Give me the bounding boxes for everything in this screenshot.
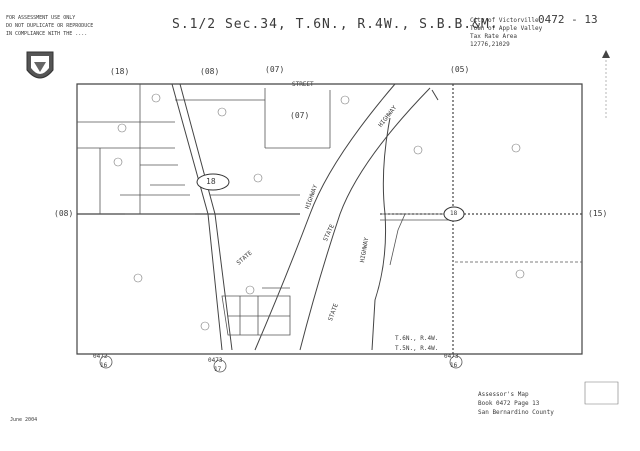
- disclaimer-line-3: IN COMPLIANCE WITH THE ....: [6, 31, 88, 37]
- assessor-line-1: Assessor's Map: [478, 391, 529, 398]
- adjoining-map-1-book: 0472: [93, 353, 108, 360]
- map-title: S.1/2 Sec.34, T.6N., R.4W., S.B.B.&M.: [172, 17, 499, 32]
- adjoining-map-2-book: 0473: [208, 357, 223, 364]
- book-page-number: 0472 - 13: [538, 13, 598, 26]
- section-left: (08): [54, 209, 74, 218]
- map-date: June 2004: [10, 417, 38, 423]
- parcel-bubbles: [113, 93, 525, 331]
- adjoining-map-3-book: 0473: [444, 353, 459, 360]
- assessor-line-2: Book 0472 Page 13: [478, 400, 540, 407]
- county-seal-icon: [26, 51, 54, 79]
- city-line-1: City of Victorville: [470, 17, 539, 24]
- state-highway: [254, 83, 439, 351]
- adjoining-map-1-page: 16: [100, 362, 108, 369]
- assessor-line-3: San Bernardino County: [478, 409, 554, 416]
- highway-18: [171, 83, 233, 351]
- lower-parcels: [221, 287, 291, 336]
- route-shield-icon: [196, 173, 465, 222]
- section-top-4: (05): [450, 65, 470, 74]
- adjoining-map-2-page: 17: [214, 366, 222, 373]
- township-line-2: T.5N., R.4W.: [395, 345, 439, 352]
- section-top-1: (18): [110, 67, 130, 76]
- section-top-3: (07): [265, 65, 285, 74]
- parcel-07-label: (07): [290, 111, 310, 120]
- section-corner-marker: [602, 50, 610, 58]
- street-label: STREET: [292, 81, 314, 88]
- township-line-1: T.6N., R.4W.: [395, 335, 439, 342]
- adjoining-map-markers: [99, 355, 463, 373]
- city-line-2: Town of Apple Valley: [470, 25, 543, 32]
- route-shield-label: 18: [206, 177, 216, 186]
- disclaimer-line-2: DO NOT DUPLICATE OR REPRODUCE: [6, 23, 94, 29]
- disclaimer-line-1: FOR ASSESSMENT USE ONLY: [6, 15, 76, 21]
- section-top-2: (08): [200, 67, 220, 76]
- parcel-lines: [77, 84, 331, 215]
- city-line-4: 12776,21029: [470, 41, 510, 48]
- route-shield-right-label: 18: [450, 210, 458, 217]
- section-right: (15): [588, 209, 608, 218]
- city-line-3: Tax Rate Area: [470, 33, 517, 40]
- adjoining-map-3-page: 16: [450, 362, 458, 369]
- frontage-road: [380, 213, 582, 266]
